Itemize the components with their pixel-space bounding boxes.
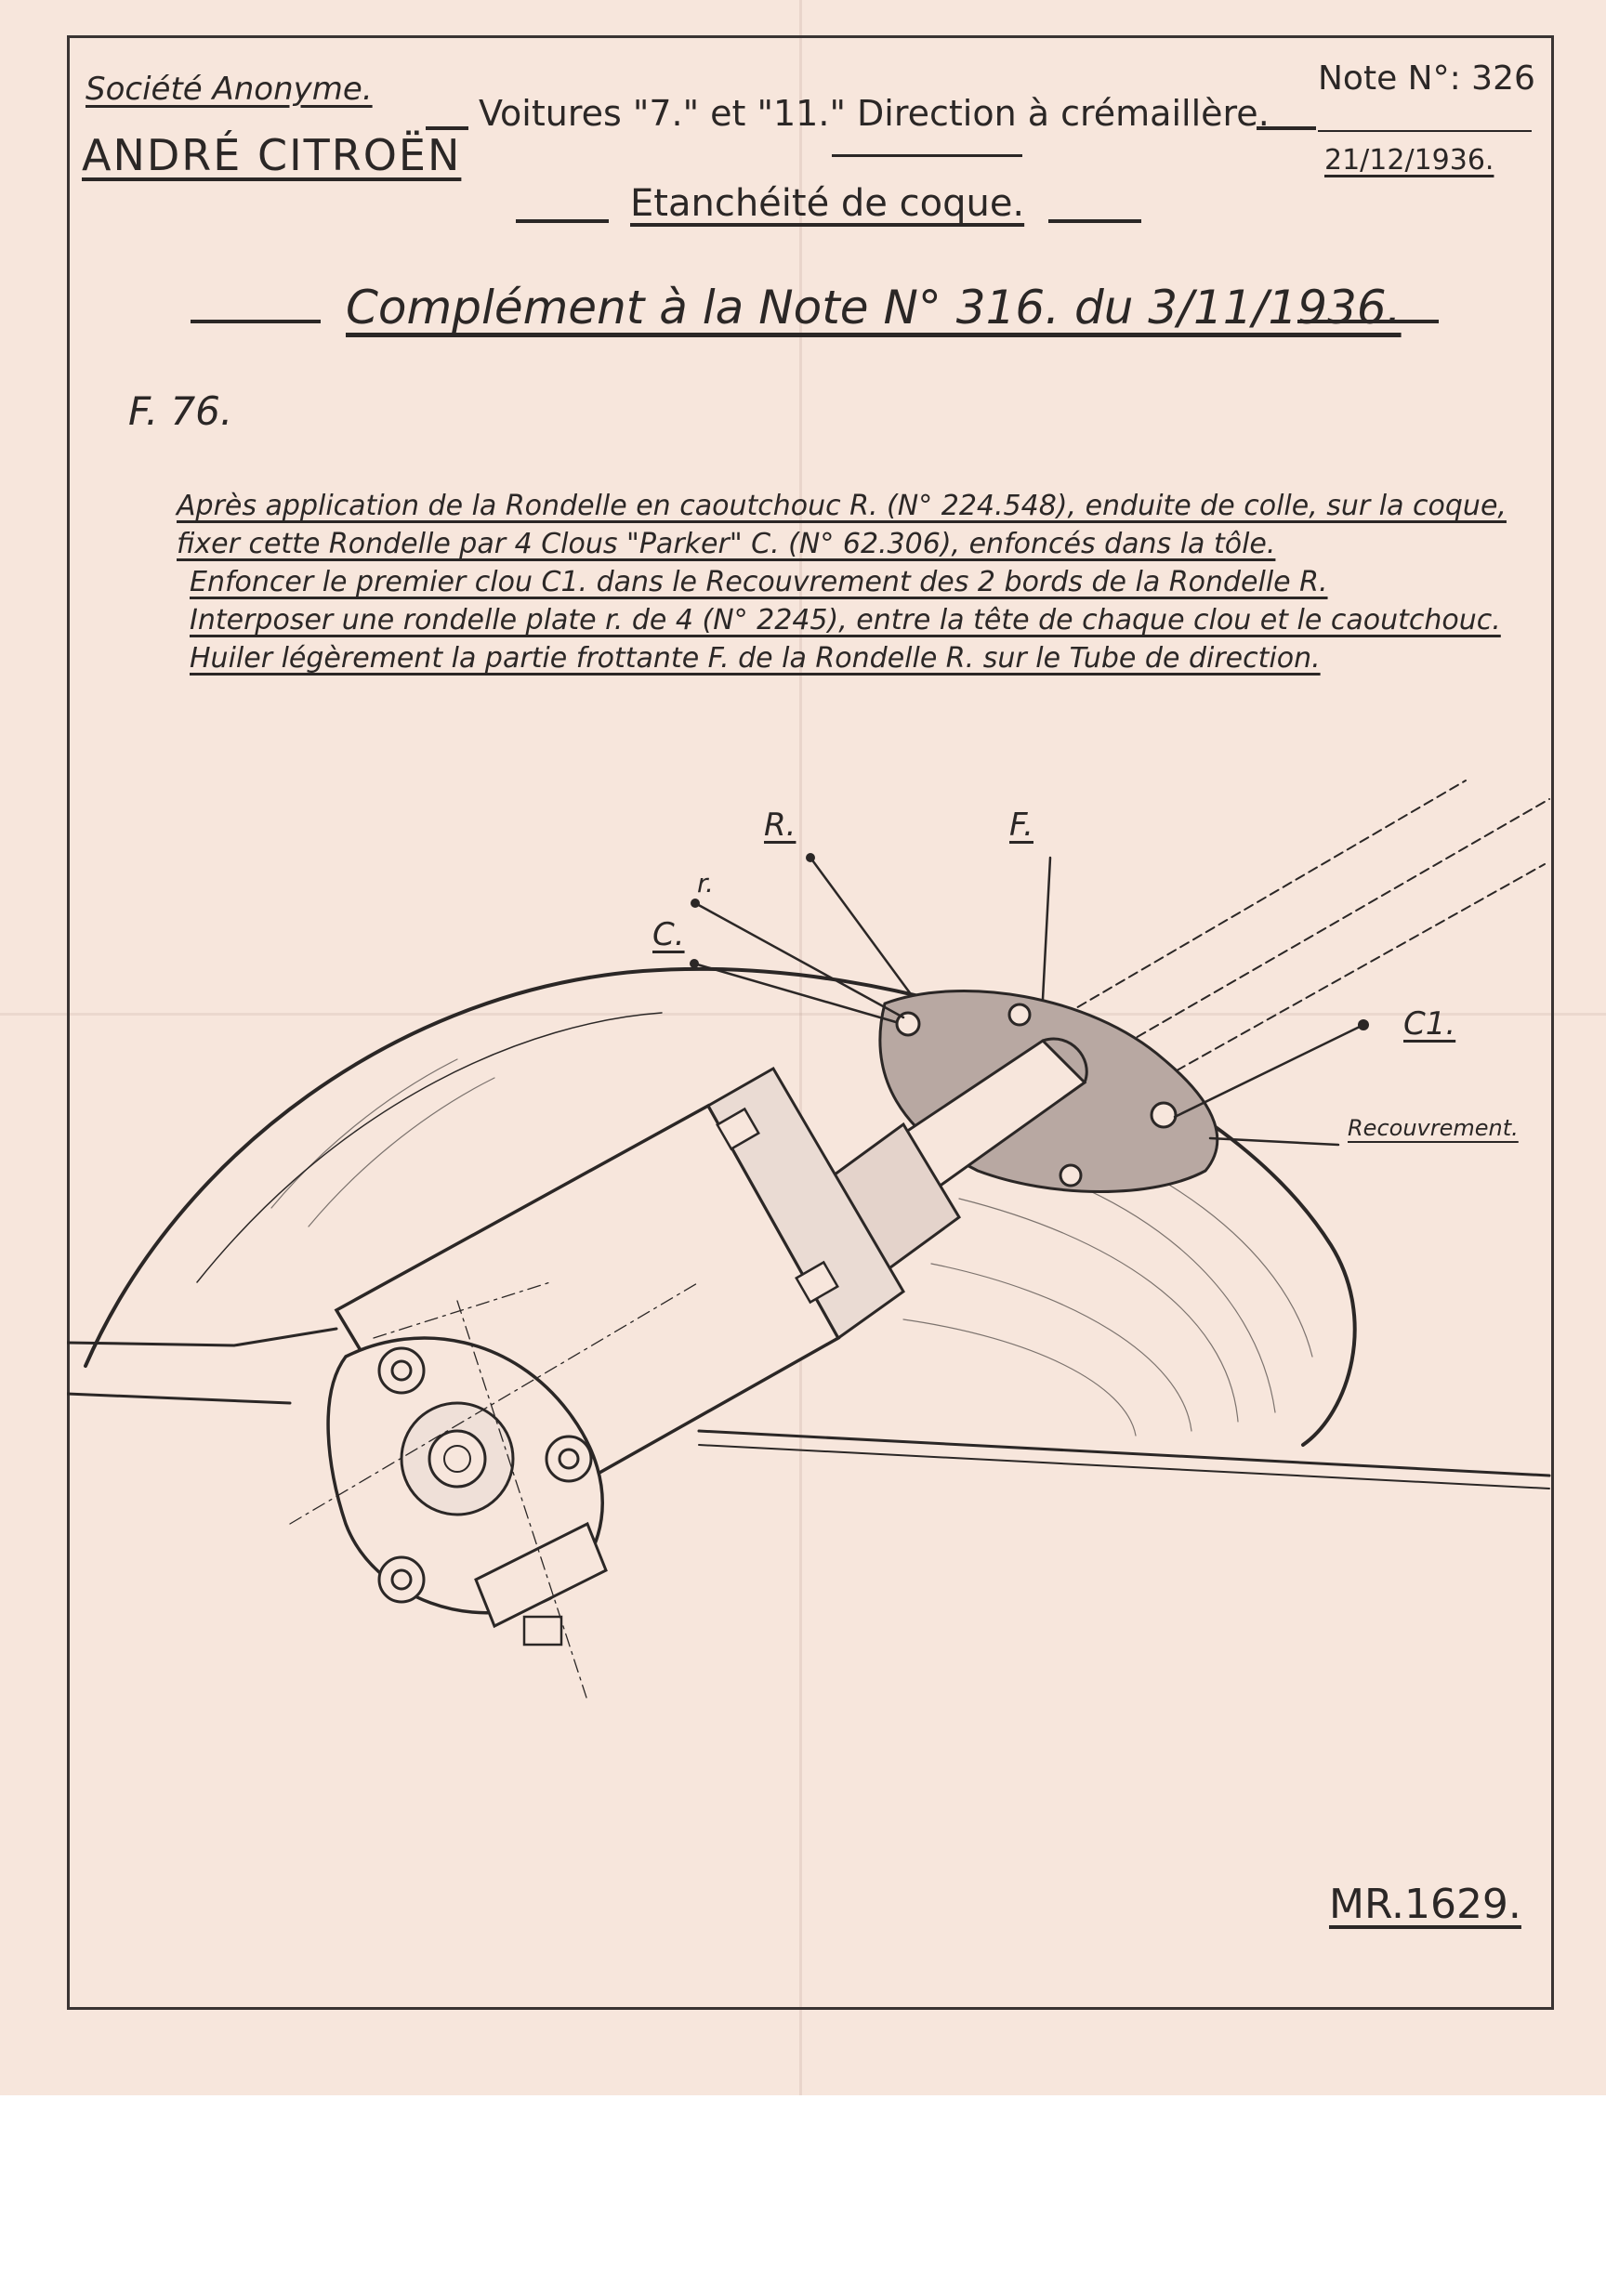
nail-c: [895, 1011, 921, 1037]
title-dash-right: [1257, 126, 1316, 130]
instruction-line: Enfoncer le premier clou C1. dans le Rec…: [190, 566, 1328, 598]
leader-r: [693, 901, 905, 1019]
leader-C: [692, 962, 898, 1024]
reference-number: MR.1629.: [1329, 1881, 1521, 1928]
callout-C: C.: [652, 916, 685, 953]
callout-F: F.: [1009, 807, 1033, 844]
leader-R: [809, 856, 913, 996]
instruction-line: fixer cette Rondelle par 4 Clous "Parker…: [177, 528, 1276, 560]
document-title: Voitures "7." et "11." Direction à créma…: [479, 93, 1270, 134]
reference-dash-right: [1297, 320, 1439, 323]
callout-C1: C1.: [1403, 1005, 1456, 1043]
paper-fold-horizontal: [0, 1013, 1606, 1016]
floor-line: [67, 1327, 338, 1347]
document-sheet: Société Anonyme. ANDRÉ CITROËN Voitures …: [0, 0, 1606, 2095]
note-divider: [1318, 130, 1532, 132]
reference-dash-left: [191, 320, 321, 323]
technical-drawing: [67, 780, 1551, 1701]
instruction-line: Huiler légèrement la partie frottante F.…: [190, 642, 1321, 675]
subtitle-dash-left: [516, 219, 609, 223]
paper-fold-vertical: [799, 0, 802, 2095]
nail-c1: [1150, 1101, 1178, 1129]
instruction-line: Après application de la Rondelle en caou…: [177, 490, 1507, 522]
page-frame: [67, 35, 1554, 2010]
instruction-line: Interposer une rondelle plate r. de 4 (N…: [190, 604, 1501, 636]
leader-recouvrement: [1208, 1136, 1340, 1147]
document-topic: Etanchéité de coque.: [630, 182, 1025, 225]
hull-outline: [84, 966, 1357, 1447]
note-number: Note N°: 326: [1318, 59, 1535, 98]
reference-note-line: Complément à la Note N° 316. du 3/11/193…: [346, 281, 1402, 335]
leader-C1: [1173, 1023, 1365, 1119]
leader-F: [1041, 856, 1052, 1001]
column-center-line: [1051, 780, 1467, 1023]
callout-recouvrement: Recouvrement.: [1348, 1115, 1519, 1141]
subtitle-dash-right: [1048, 219, 1141, 223]
panel-line: [697, 1429, 1551, 1477]
figure-label: F. 76.: [128, 388, 233, 434]
pinion-nut: [428, 1429, 487, 1489]
instructions-block: Après application de la Rondelle en caou…: [177, 487, 1507, 677]
title-underline: [832, 154, 1022, 157]
callout-R: R.: [764, 807, 796, 844]
callout-r: r.: [697, 868, 714, 899]
company-name: ANDRÉ CITROËN: [82, 130, 462, 180]
note-date: 21/12/1936.: [1324, 144, 1494, 177]
company-type: Société Anonyme.: [86, 71, 373, 108]
title-dash-left: [426, 126, 468, 130]
